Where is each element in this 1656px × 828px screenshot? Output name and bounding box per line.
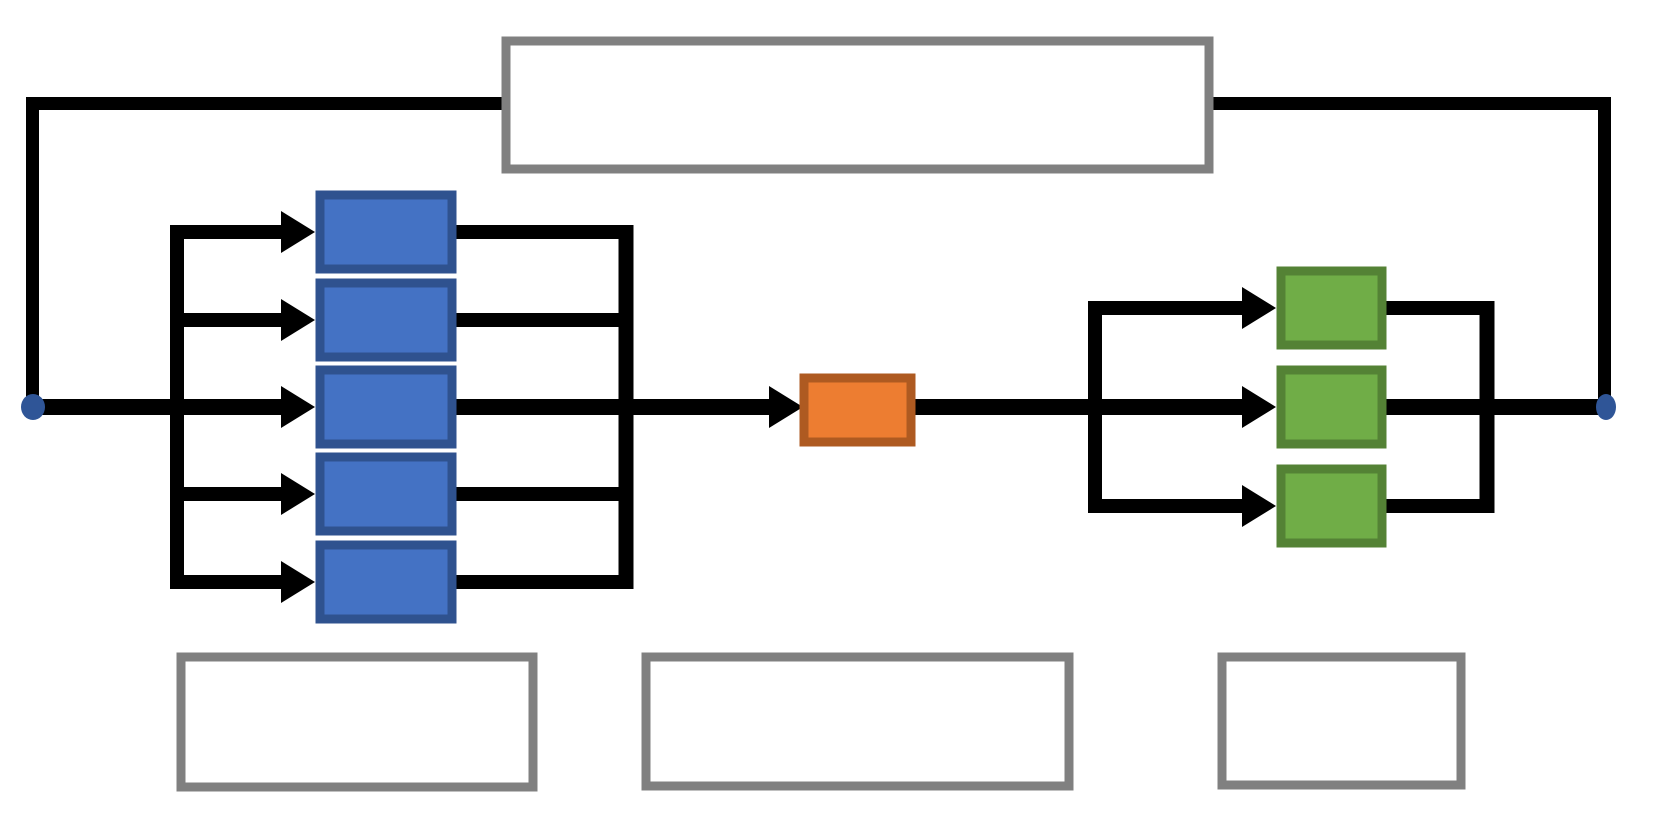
label-box-bottom-left (176, 652, 538, 792)
parallel-node-a4 (315, 452, 457, 536)
label-box-top (501, 36, 1214, 174)
arrowhead-a4 (281, 473, 315, 515)
arrowhead-b3 (1242, 485, 1276, 527)
parallel-group-b (1276, 266, 1387, 548)
end-junction-dot (1596, 394, 1616, 420)
parallel-node-a3 (315, 365, 457, 449)
arrowhead-a3 (281, 386, 315, 428)
feedback-loop-left (26, 97, 502, 400)
feedback-loop-right (1213, 97, 1611, 400)
arrowhead-layer (281, 211, 1276, 603)
parallel-node-b3 (1276, 464, 1387, 548)
label-placeholder-layer (176, 36, 1466, 792)
fan-out-b-top (1088, 301, 1244, 407)
parallel-node-a2 (315, 278, 457, 362)
arrowhead-b1 (1242, 287, 1276, 329)
parallel-node-b2 (1276, 365, 1387, 449)
arrowhead-a5 (281, 561, 315, 603)
start-junction-dot (21, 394, 45, 420)
fan-out-a-top (170, 225, 283, 407)
label-box-bottom-middle (641, 652, 1074, 791)
aggregator-layer (799, 373, 916, 447)
arrowhead-a2 (281, 299, 315, 341)
parallel-node-b1 (1276, 266, 1387, 350)
arrowhead-a1 (281, 211, 315, 253)
parallel-node-a5 (315, 540, 457, 624)
arrowhead-aggregator (769, 386, 803, 428)
fan-out-b-bottom (1088, 407, 1244, 513)
fan-out-a-bottom (170, 407, 283, 589)
aggregator-node (799, 373, 916, 447)
label-box-bottom-right (1217, 652, 1466, 790)
parallel-group-a (315, 190, 457, 624)
arrowhead-b2 (1242, 386, 1276, 428)
parallel-node-a1 (315, 190, 457, 274)
